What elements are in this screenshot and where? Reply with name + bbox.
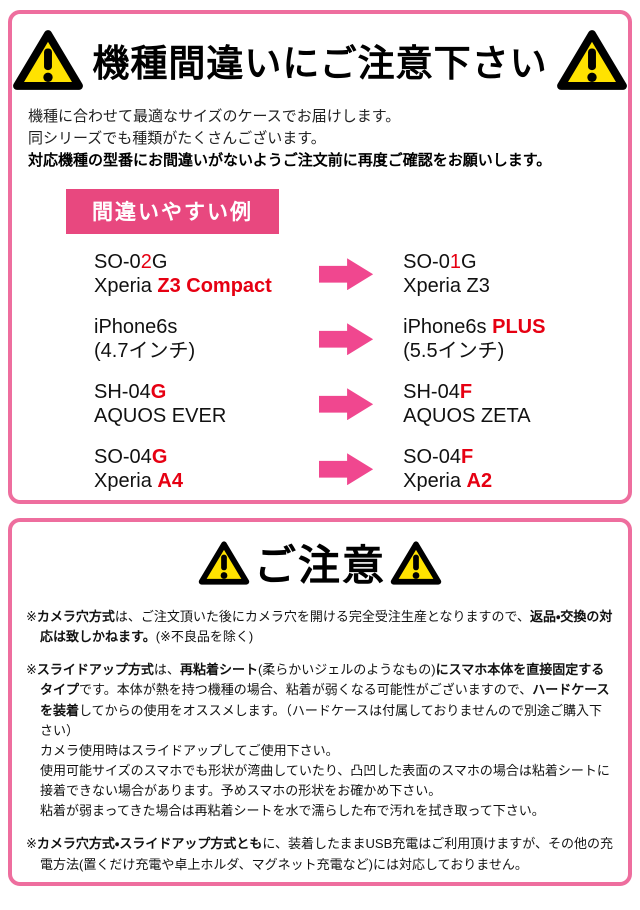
intro-line: 同シリーズでも種類がたくさんございます。 xyxy=(28,129,326,147)
notice-page: 機種間違いにご注意下さい 機種に合わせて最適なサイズのケースでお届けします。 同… xyxy=(0,10,640,886)
model-comparison-row: SO-04G Xperia A4 SO-04F Xperia A2 xyxy=(94,445,628,493)
arrow-right-icon xyxy=(318,453,374,486)
correct-model: SO-01G Xperia Z3 xyxy=(403,250,628,298)
warning-icon xyxy=(556,30,627,90)
model-number: SO-01G xyxy=(403,251,477,274)
model-name: (4.7インチ) xyxy=(94,340,196,363)
caution-note-charging: ※カメラ穴方式・スライドアップ方式ともに、装着したままUSB充電はご利用頂けます… xyxy=(26,836,614,872)
wrong-model: SH-04G AQUOS EVER xyxy=(94,380,319,428)
correct-model: SH-04F AQUOS ZETA xyxy=(403,380,628,428)
model-warning-header: 機種間違いにご注意下さい xyxy=(12,14,628,92)
warning-icon xyxy=(390,540,442,585)
model-name: AQUOS ZETA xyxy=(403,405,531,428)
model-name: Xperia Z3 xyxy=(403,275,490,298)
model-comparison-row: iPhone6s (4.7インチ) iPhone6s PLUS (5.5インチ) xyxy=(94,315,628,363)
model-number: SO-02G xyxy=(94,251,168,274)
warning-icon xyxy=(13,30,84,90)
model-number: iPhone6s PLUS xyxy=(403,316,546,339)
examples-label: 間違いやすい例 xyxy=(66,189,279,235)
arrow-right-icon xyxy=(318,323,374,356)
model-number: SO-04G xyxy=(94,446,168,469)
model-name: Xperia A2 xyxy=(403,470,493,493)
wrong-model: iPhone6s (4.7インチ) xyxy=(94,315,319,363)
model-comparison-list: SO-02G Xperia Z3 Compact SO-01G Xperia Z… xyxy=(12,250,628,493)
intro-line-emphasis: 対応機種の型番にお間違いがないようご注文前に再度ご確認をお願いします。 xyxy=(28,151,552,169)
model-comparison-row: SH-04G AQUOS EVER SH-04F AQUOS ZETA xyxy=(94,380,628,428)
model-number: iPhone6s xyxy=(94,316,178,339)
model-number: SH-04G xyxy=(94,381,167,404)
caution-title: ご注意 xyxy=(253,542,386,589)
model-number: SH-04F xyxy=(403,381,473,404)
intro-line: 機種に合わせて最適なサイズのケースでお届けします。 xyxy=(28,108,401,125)
caution-panel: ご注意 ※カメラ穴方式は、ご注文頂いた後にカメラ穴を開ける完全受注生産となります… xyxy=(8,518,632,886)
caution-header: ご注意 xyxy=(12,522,628,593)
arrow-right-icon xyxy=(318,388,374,421)
intro-text: 機種に合わせて最適なサイズのケースでお届けします。 同シリーズでも種類がたくさん… xyxy=(28,106,614,171)
model-name: (5.5インチ) xyxy=(403,340,505,363)
correct-model: SO-04F Xperia A2 xyxy=(403,445,628,493)
panel-title: 機種間違いにご注意下さい xyxy=(92,43,548,84)
correct-model: iPhone6s PLUS (5.5インチ) xyxy=(403,315,628,363)
wrong-model: SO-02G Xperia Z3 Compact xyxy=(94,250,319,298)
model-comparison-row: SO-02G Xperia Z3 Compact SO-01G Xperia Z… xyxy=(94,250,628,298)
model-number: SO-04F xyxy=(403,446,474,469)
caution-note-camera-hole: ※カメラ穴方式は、ご注文頂いた後にカメラ穴を開ける完全受注生産となりますので、返… xyxy=(26,609,613,645)
caution-note-slide-up: ※スライドアップ方式は、再粘着シート(柔らかいジェルのようなもの)にスマホ本体を… xyxy=(26,662,610,819)
model-name: Xperia Z3 Compact xyxy=(94,275,272,298)
wrong-model: SO-04G Xperia A4 xyxy=(94,445,319,493)
model-name: Xperia A4 xyxy=(94,470,183,493)
model-warning-panel: 機種間違いにご注意下さい 機種に合わせて最適なサイズのケースでお届けします。 同… xyxy=(8,10,632,504)
model-name: AQUOS EVER xyxy=(94,405,227,428)
warning-icon xyxy=(198,540,250,585)
arrow-right-icon xyxy=(318,258,374,291)
caution-notes: ※カメラ穴方式は、ご注文頂いた後にカメラ穴を開ける完全受注生産となりますので、返… xyxy=(26,607,614,875)
